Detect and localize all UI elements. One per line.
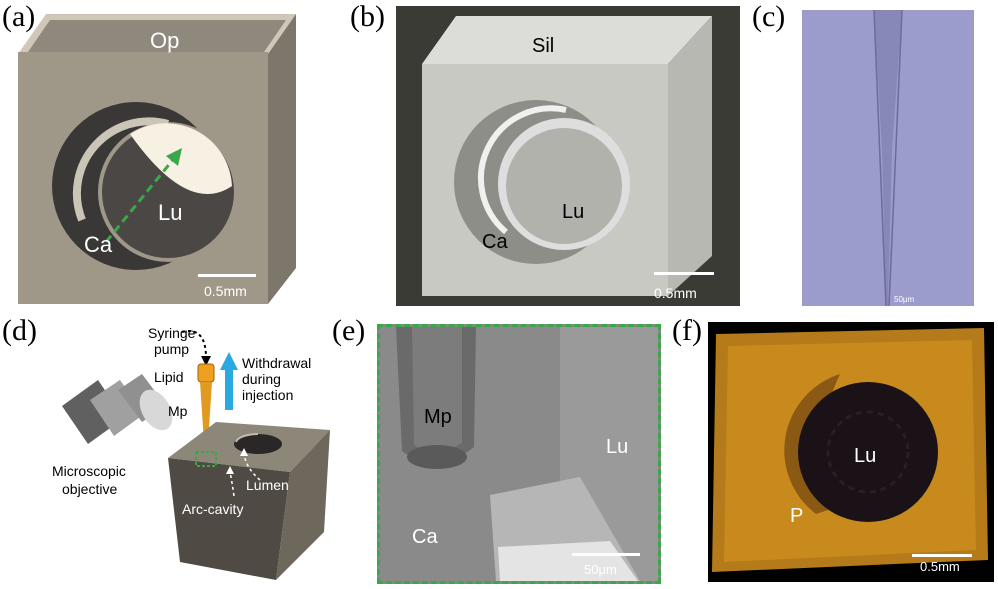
p-label: P <box>790 505 804 527</box>
scale-label-b: 0.5mm <box>654 285 697 301</box>
injection-label: injection <box>242 387 294 403</box>
panel-e-micrograph: Mp Lu Ca 50μm <box>377 324 661 584</box>
panel-letter-b: (b) <box>350 0 385 33</box>
sil-label: Sil <box>532 35 555 57</box>
during-label: during <box>242 371 281 387</box>
microscopic-label: Microscopic <box>52 463 126 479</box>
lipid-label: Lipid <box>154 369 184 385</box>
ca-label-e: Ca <box>412 526 438 548</box>
panel-letter-f: (f) <box>672 314 702 347</box>
scale-label-c: 50μm <box>894 295 915 304</box>
panel-d-diagram: Syringe pump Lipid Withdrawal during inj… <box>40 318 340 580</box>
panel-f-fluorescence: Lu P 0.5mm <box>708 322 994 582</box>
scale-label-f: 0.5mm <box>920 559 960 574</box>
objective-label: objective <box>62 481 118 497</box>
mp-label-e: Mp <box>424 406 452 428</box>
panel-letter-e: (e) <box>332 314 366 347</box>
panel-letter-d: (d) <box>2 314 37 347</box>
ca-label-a: Ca <box>84 232 113 257</box>
scale-label-a: 0.5mm <box>204 283 247 299</box>
pump-label: pump <box>154 341 190 357</box>
scale-label-e: 50μm <box>584 562 617 577</box>
withdrawal-label: Withdrawal <box>242 355 312 371</box>
op-label: Op <box>150 28 180 53</box>
ca-label-b: Ca <box>482 231 508 253</box>
panel-a-render: Op Lu Ca 0.5mm <box>18 6 296 304</box>
mp-label-d: Mp <box>168 403 188 419</box>
lu-label-a: Lu <box>158 200 183 225</box>
syringe-label: Syringe <box>148 325 196 341</box>
lu-label-b: Lu <box>562 201 585 223</box>
panel-b-photo: Sil Lu Ca 0.5mm <box>396 6 740 306</box>
panel-c-micrograph: 50μm <box>802 10 974 306</box>
panel-letter-a: (a) <box>2 0 36 33</box>
arc-cavity-label: Arc-cavity <box>182 501 244 517</box>
lu-label-e: Lu <box>606 436 629 458</box>
lu-label-f: Lu <box>854 445 877 467</box>
lumen-label: Lumen <box>246 477 289 493</box>
panel-letter-c: (c) <box>752 0 786 33</box>
